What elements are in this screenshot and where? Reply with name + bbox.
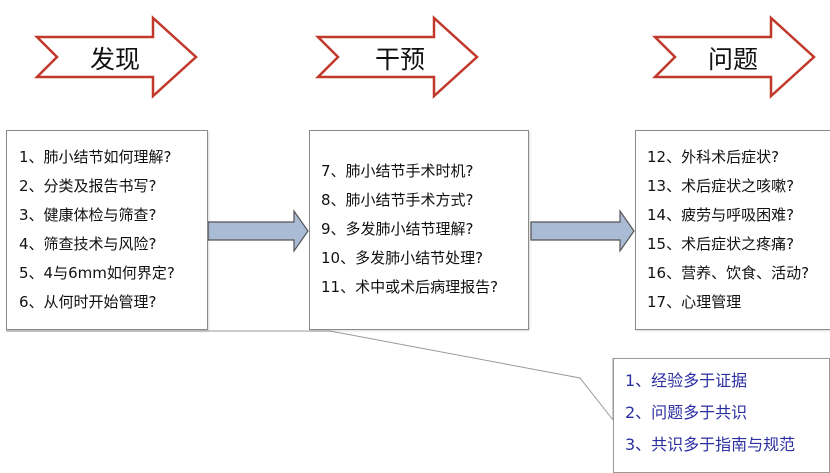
header-label-intervene: 干预 — [374, 45, 426, 74]
header-label-discover: 发现 — [89, 45, 141, 74]
list-item: 14、疲劳与呼吸困难? — [647, 206, 795, 224]
list-item: 13、术后症状之咳嗽? — [647, 177, 795, 195]
flow-arrow-1 — [207, 209, 309, 253]
list-item: 5、4与6mm如何界定? — [19, 264, 175, 282]
list-item: 11、术中或术后病理报告? — [321, 278, 499, 296]
list-item: 4、筛查技术与风险? — [19, 235, 157, 253]
problems-box: 12、外科术后症状? 13、术后症状之咳嗽? 14、疲劳与呼吸困难? 15、术后… — [635, 130, 830, 330]
list-item: 16、营养、饮食、活动? — [647, 264, 810, 282]
list-item: 3、健康体检与筛查? — [19, 206, 157, 224]
list-item: 10、多发肺小结节处理? — [321, 249, 484, 267]
list-item: 7、肺小结节手术时机? — [321, 162, 474, 180]
discover-box: 1、肺小结节如何理解? 2、分类及报告书写? 3、健康体检与筛查? 4、筛查技术… — [6, 130, 208, 330]
list-item: 15、术后症状之疼痛? — [647, 235, 795, 253]
intervene-box: 7、肺小结节手术时机? 8、肺小结节手术方式? 9、多发肺小结节理解? 10、多… — [309, 130, 529, 330]
header-label-problems: 问题 — [707, 45, 759, 74]
summary-item: 2、问题多于共识 — [625, 403, 748, 422]
header-arrow-2 — [314, 15, 479, 99]
summary-item: 3、共识多于指南与规范 — [625, 435, 796, 454]
list-item: 9、多发肺小结节理解? — [321, 220, 474, 238]
summary-item: 1、经验多于证据 — [625, 371, 748, 390]
header-arrow-3 — [651, 15, 816, 99]
list-item: 12、外科术后症状? — [647, 148, 780, 166]
flow-arrow-2 — [530, 209, 635, 253]
summary-box: 1、经验多于证据 2、问题多于共识 3、共识多于指南与规范 — [613, 358, 830, 473]
list-item: 6、从何时开始管理? — [19, 293, 157, 311]
list-item: 2、分类及报告书写? — [19, 177, 157, 195]
callout-line — [6, 330, 614, 421]
list-item: 1、肺小结节如何理解? — [19, 148, 172, 166]
list-item: 8、肺小结节手术方式? — [321, 191, 474, 209]
list-item: 17、心理管理 — [647, 293, 742, 311]
header-arrow-1 — [33, 15, 198, 99]
